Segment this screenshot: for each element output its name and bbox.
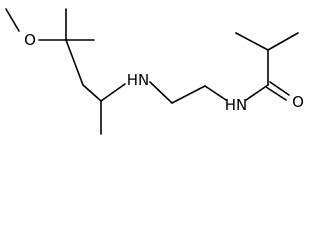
carbonyl-oxygen-label: O xyxy=(292,93,304,111)
bond-ch-methyl-left xyxy=(235,32,269,51)
bond-carbonyl-oxygen-a xyxy=(265,86,287,101)
bond-ch2-ch2 xyxy=(171,85,206,104)
amide-nitrogen-label: HN xyxy=(225,96,248,114)
bond-amine-ch2 xyxy=(149,81,173,104)
bond-ch2-amide xyxy=(204,85,227,101)
molecule-structure: O HN HN O xyxy=(5,8,304,135)
bond-ch-amine xyxy=(100,83,126,102)
bond-cquat-ch2 xyxy=(65,39,84,86)
amine-nitrogen-label: HN xyxy=(127,71,150,89)
methoxy-oxygen-label: O xyxy=(24,31,36,49)
bond-carbonyl-oxygen-b xyxy=(269,81,290,96)
bond-ch-methyl-right xyxy=(267,32,299,51)
bond-ch2-ch xyxy=(82,84,102,102)
bond-methyl-methoxy xyxy=(5,8,20,32)
bond-amide-carbonyl xyxy=(245,84,269,101)
